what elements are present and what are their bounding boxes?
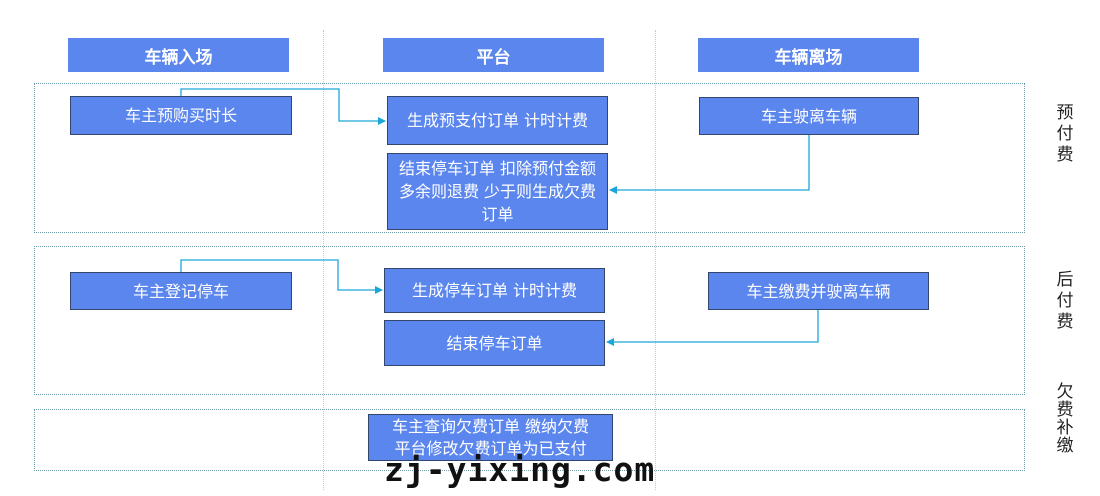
arrow-postpaid-register-to-order (180, 259, 383, 294)
header-entry: 车辆入场 (68, 38, 289, 72)
prepaid-owner-leave-box: 车主驶离车辆 (699, 97, 919, 135)
arrears-line-2: 平台修改欠费订单为已支付 (394, 438, 587, 458)
postpaid-owner-register-box: 车主登记停车 (70, 272, 292, 310)
arrow-postpaid-leave-to-end (606, 310, 819, 346)
lane-divider-2 (655, 30, 656, 490)
prepaid-band (34, 83, 1025, 233)
arrow-prepaid-buy-to-order (180, 88, 386, 125)
postpaid-band (34, 246, 1025, 395)
postpaid-end-order-box: 结束停车订单 (384, 320, 605, 366)
header-platform: 平台 (383, 38, 604, 72)
header-exit: 车辆离场 (698, 38, 919, 72)
arrears-box: 车主查询欠费订单 缴纳欠费 平台修改欠费订单为已支付 (368, 414, 613, 461)
watermark-text: zj-yixing.com (384, 450, 656, 489)
postpaid-side-label: 后 付 费 (1056, 270, 1074, 332)
prepaid-generate-order-box: 生成预支付订单 计时计费 (387, 96, 608, 145)
postpaid-owner-pay-leave-box: 车主缴费并驶离车辆 (708, 272, 929, 310)
prepaid-owner-buy-box: 车主预购买时长 (70, 96, 292, 135)
postpaid-generate-order-box: 生成停车订单 计时计费 (384, 268, 605, 313)
prepaid-end-order-box: 结束停车订单 扣除预付金额 多余则退费 少于则生成欠费订单 (387, 153, 608, 230)
arrears-side-label: 欠 费 补 缴 (1056, 382, 1074, 456)
arrow-prepaid-leave-to-end (609, 135, 810, 194)
prepaid-side-label: 预 付 费 (1056, 103, 1074, 165)
arrears-band (34, 409, 1025, 471)
arrears-line-1: 车主查询欠费订单 缴纳欠费 (391, 416, 590, 436)
